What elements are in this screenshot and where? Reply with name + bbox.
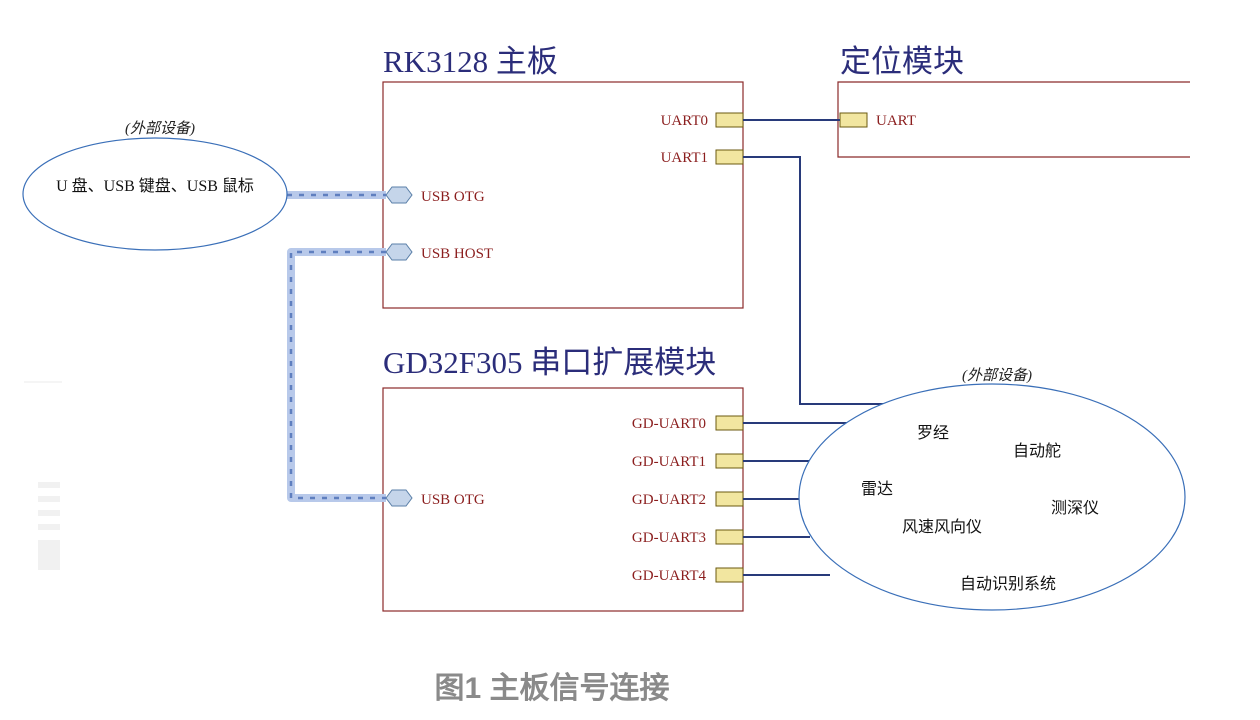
external-right-ellipse — [798, 383, 1186, 611]
device-echo-sounder: 测深仪 — [1051, 499, 1099, 517]
rk-board-box — [382, 81, 744, 309]
gd-uart0-pad — [715, 415, 744, 431]
external-right-label: (外部设备) — [962, 367, 1032, 384]
rk-uart1-pad — [715, 149, 744, 165]
rk-usb-otg-label: USB OTG — [421, 189, 485, 205]
gd-uart0-label: GD-UART0 — [632, 416, 706, 432]
device-compass: 罗经 — [917, 424, 949, 442]
rk-uart0-pad — [715, 112, 744, 128]
device-anemometer: 风速风向仪 — [902, 518, 982, 536]
rk-uart1-label: UART1 — [661, 150, 708, 166]
external-left-label: (外部设备) — [125, 120, 195, 137]
gd-usb-otg-label: USB OTG — [421, 492, 485, 508]
external-left-ellipse — [22, 137, 288, 251]
rk-board-title: RK3128 主板 — [383, 44, 558, 79]
device-radar: 雷达 — [861, 480, 893, 498]
gd-module-title: GD32F305 串口扩展模块 — [383, 345, 716, 380]
gd-usb-otg-connector — [385, 489, 413, 507]
usb-bus-host-to-gd — [287, 248, 386, 502]
gd-uart3-label: GD-UART3 — [632, 530, 706, 546]
gps-uart-label: UART — [876, 113, 916, 129]
gd-uart2-label: GD-UART2 — [632, 492, 706, 508]
gps-module-title: 定位模块 — [840, 44, 964, 79]
rk-usb-otg-connector — [385, 186, 413, 204]
gd-uart2-pad — [715, 491, 744, 507]
gd-uart4-pad — [715, 567, 744, 583]
rk-usb-host-label: USB HOST — [421, 246, 493, 262]
gd-uart1-label: GD-UART1 — [632, 454, 706, 470]
gd-uart4-label: GD-UART4 — [632, 568, 707, 584]
device-ais: 自动识别系统 — [960, 575, 1056, 593]
gd-uart3-pad — [715, 529, 744, 545]
wire-uart1-to-external — [743, 156, 890, 405]
rk-uart0-label: UART0 — [661, 113, 708, 129]
figure-caption: 图1 主板信号连接 — [434, 672, 669, 705]
edge-artifacts — [24, 381, 62, 570]
external-left-devices: U 盘、USB 键盘、USB 鼠标 — [56, 176, 254, 195]
gd-uart1-pad — [715, 453, 744, 469]
device-autopilot: 自动舵 — [1013, 442, 1061, 460]
rk-usb-host-connector — [385, 243, 413, 261]
gps-uart-pad — [839, 112, 868, 128]
